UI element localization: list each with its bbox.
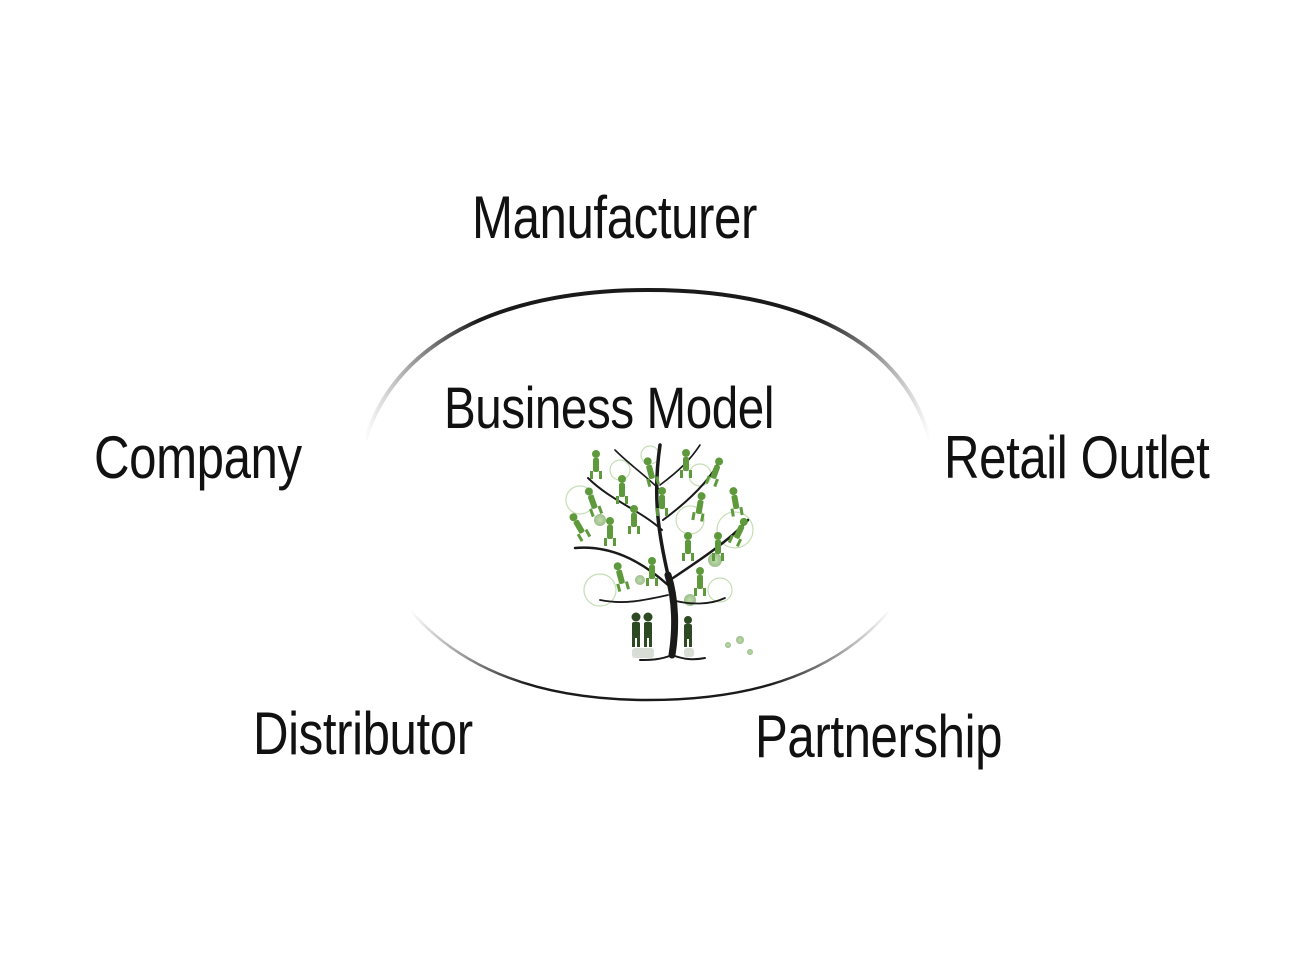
node-partnership: Partnership (755, 703, 1003, 770)
node-retail-outlet: Retail Outlet (944, 424, 1210, 491)
ellipse-top-arc (363, 287, 932, 441)
node-distributor: Distributor (253, 700, 473, 767)
ellipse-bottom-arc (409, 609, 891, 702)
node-manufacturer: Manufacturer (472, 184, 757, 251)
node-company: Company (94, 424, 302, 491)
tree-of-people-icon (565, 443, 754, 661)
center-title: Business Model (444, 376, 774, 441)
